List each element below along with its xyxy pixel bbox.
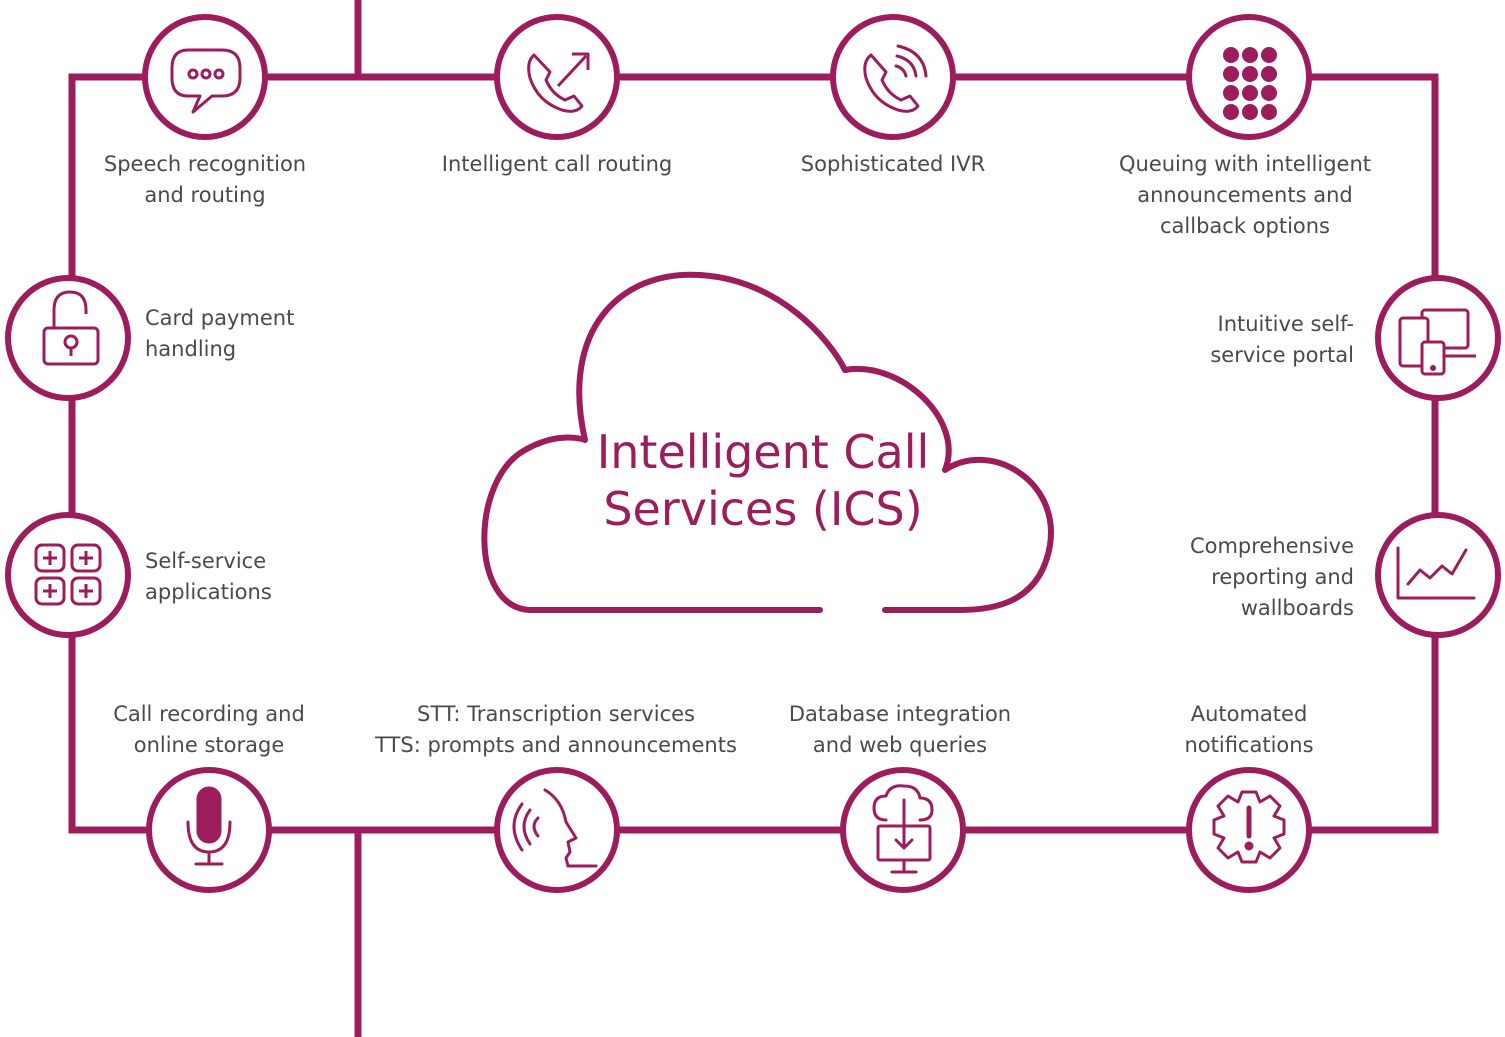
node-circle-transcription (494, 767, 620, 893)
label-self-service-applications: Self-service applications (145, 549, 272, 604)
label-sophisticated-ivr: Sophisticated IVR (800, 152, 986, 176)
gear-alert-icon (1212, 790, 1286, 864)
node-circle-portal (1375, 275, 1501, 401)
label-self-service-portal: Intuitive self- service portal (1210, 312, 1354, 367)
node-circle-reporting (1375, 512, 1501, 638)
label-call-recording: Call recording and online storage (113, 702, 305, 757)
node-circle-ivr (830, 14, 956, 140)
center-title-line1: Intelligent Call (596, 425, 930, 479)
frame-rectangle (68, 73, 1439, 834)
phone-forward-icon (527, 52, 590, 113)
line-chart-icon (1396, 546, 1476, 600)
center-title-line2: Services (ICS) (603, 482, 923, 536)
speaking-head-icon (512, 788, 598, 868)
app-grid-icon (34, 543, 102, 606)
label-intelligent-call-routing: Intelligent call routing (441, 152, 673, 176)
cloud-outline (481, 271, 1054, 613)
center-title: Intelligent Call Services (ICS) (597, 424, 930, 538)
node-circle-routing (494, 14, 620, 140)
microphone-icon (186, 786, 232, 866)
label-transcription: STT: Transcription services TTS: prompts… (375, 702, 737, 757)
label-card-payment: Card payment handling (145, 306, 295, 361)
label-reporting-wallboards: Comprehensive reporting and wallboards (1189, 534, 1354, 620)
label-database-integration: Database integration and web queries (788, 702, 1012, 757)
padlock-icon (42, 290, 100, 366)
cloud-download-icon (872, 784, 934, 874)
label-speech-recognition: Speech recognition and routing (103, 152, 307, 207)
devices-icon (1398, 308, 1476, 376)
keypad-grid-icon (1223, 47, 1277, 120)
label-automated-notifications: Automated notifications (1184, 702, 1314, 757)
node-circle-selfservice (5, 512, 131, 638)
phone-signal-icon (863, 44, 928, 113)
label-queuing: Queuing with intelligent announcements a… (1118, 152, 1372, 238)
speech-bubble-icon (170, 48, 242, 114)
